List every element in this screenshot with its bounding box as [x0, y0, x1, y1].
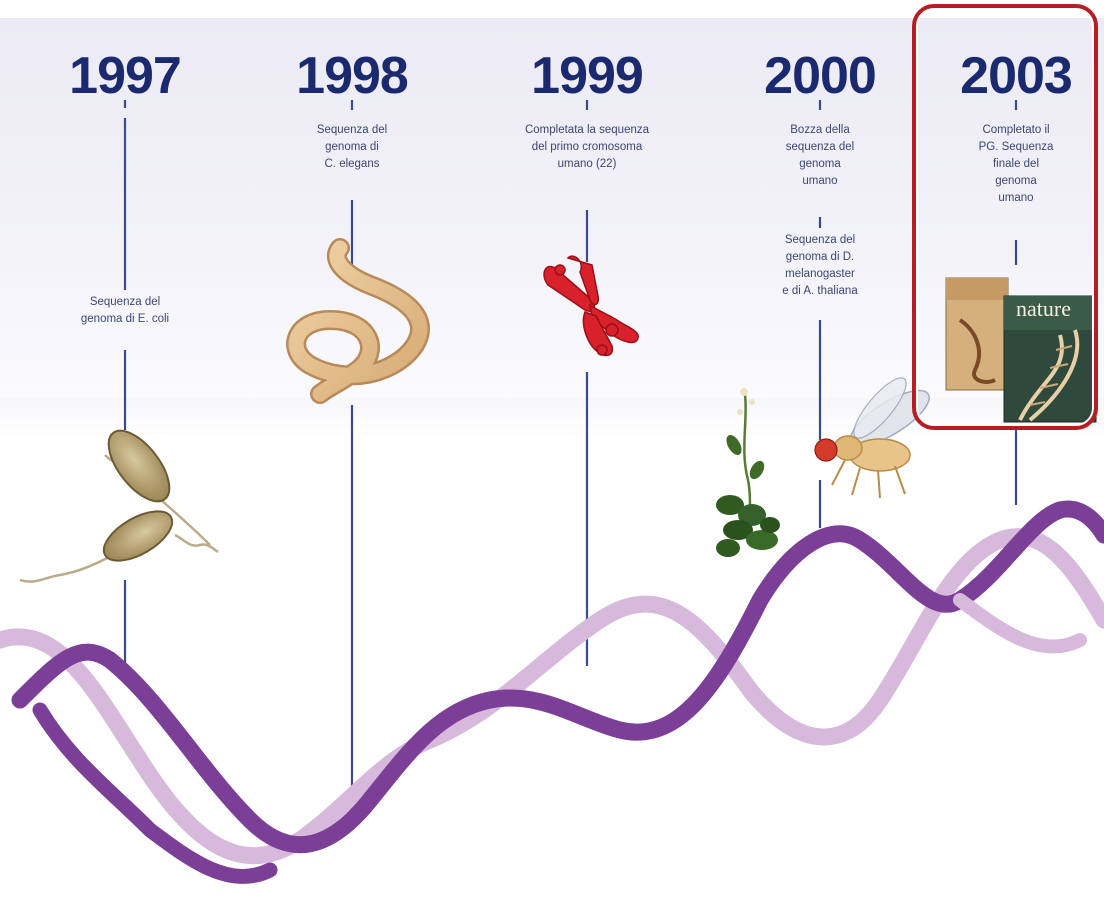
year-2000: 2000: [730, 46, 910, 106]
desc-2000-line: genoma: [760, 156, 880, 173]
desc-2000-line: Bozza della: [760, 122, 880, 139]
helix-strand-light: [0, 537, 1104, 856]
year-1999: 1999: [497, 46, 677, 106]
e-coli-bacteria-icon: [20, 421, 218, 582]
desc-2000b-line: e di A. thaliana: [760, 283, 880, 300]
chromosome-icon: [544, 256, 638, 355]
desc-1997-line: genoma di E. coli: [55, 311, 195, 328]
desc-2000b-line: Sequenza del: [760, 232, 880, 249]
arabidopsis-plant-icon: [716, 388, 780, 557]
desc-1998: Sequenza del genoma di C. elegans: [282, 122, 422, 173]
desc-1997-line: Sequenza del: [55, 294, 195, 311]
desc-2000-line: sequenza del: [760, 139, 880, 156]
helix-strand-dark: [20, 509, 1104, 845]
desc-2000b-line: melanogaster: [760, 266, 880, 283]
c-elegans-worm-icon: [296, 248, 420, 394]
desc-1999-line: del primo cromosoma: [497, 139, 677, 156]
year-1997: 1997: [35, 46, 215, 106]
desc-1997: Sequenza del genoma di E. coli: [55, 294, 195, 328]
desc-1998-line: Sequenza del: [282, 122, 422, 139]
desc-2000-line: umano: [760, 173, 880, 190]
desc-2000b-line: genoma di D.: [760, 249, 880, 266]
desc-1999: Completata la sequenza del primo cromoso…: [497, 122, 677, 173]
desc-1999-line: umano (22): [497, 156, 677, 173]
desc-1998-line: genoma di: [282, 139, 422, 156]
desc-1998-line: C. elegans: [282, 156, 422, 173]
desc-2000: Bozza della sequenza del genoma umano: [760, 122, 880, 190]
desc-1999-line: Completata la sequenza: [497, 122, 677, 139]
desc-2000-b: Sequenza del genoma di D. melanogaster e…: [760, 232, 880, 300]
helix-strand-light-2: [960, 600, 1080, 646]
year-1998: 1998: [262, 46, 442, 106]
highlight-box-2003: [912, 4, 1098, 430]
dna-helix: [0, 509, 1104, 876]
